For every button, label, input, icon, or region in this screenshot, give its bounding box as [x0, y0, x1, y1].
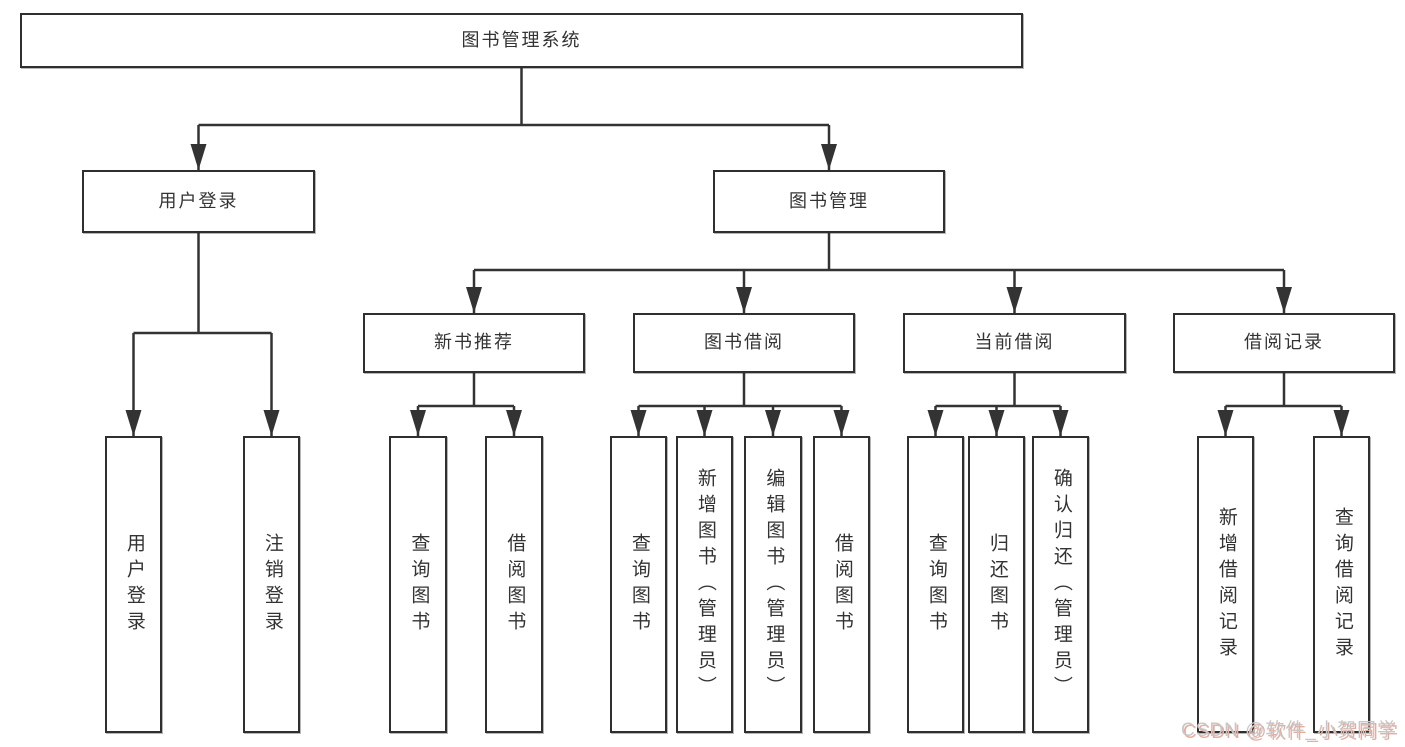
node-cb-confirm: 确认归还（管理员） [1032, 436, 1089, 733]
node-bb-query: 查询图书 [610, 436, 667, 733]
watermark: CSDN @软件_小贺同学 [1181, 720, 1397, 741]
node-current-borrow: 当前借阅 [903, 313, 1126, 373]
node-nbr-query: 查询图书 [389, 436, 447, 733]
node-br-query: 查询借阅记录 [1313, 436, 1370, 733]
node-bb-borrow: 借阅图书 [813, 436, 870, 733]
node-login: 用户登录 [105, 436, 162, 733]
node-bb-edit: 编辑图书（管理员） [744, 436, 802, 733]
node-bb-add: 新增图书（管理员） [676, 436, 733, 733]
node-book-mgmt: 图书管理 [713, 170, 945, 233]
node-user-login: 用户登录 [82, 170, 315, 233]
node-cb-query: 查询图书 [907, 436, 964, 733]
node-br-add: 新增借阅记录 [1197, 436, 1254, 733]
node-root: 图书管理系统 [20, 13, 1023, 68]
node-cb-return: 归还图书 [968, 436, 1025, 733]
node-logout: 注销登录 [243, 436, 300, 733]
node-new-book-rec: 新书推荐 [363, 313, 585, 373]
node-nbr-borrow: 借阅图书 [485, 436, 543, 733]
node-borrow-records: 借阅记录 [1173, 313, 1395, 373]
node-book-borrow: 图书借阅 [633, 313, 855, 373]
